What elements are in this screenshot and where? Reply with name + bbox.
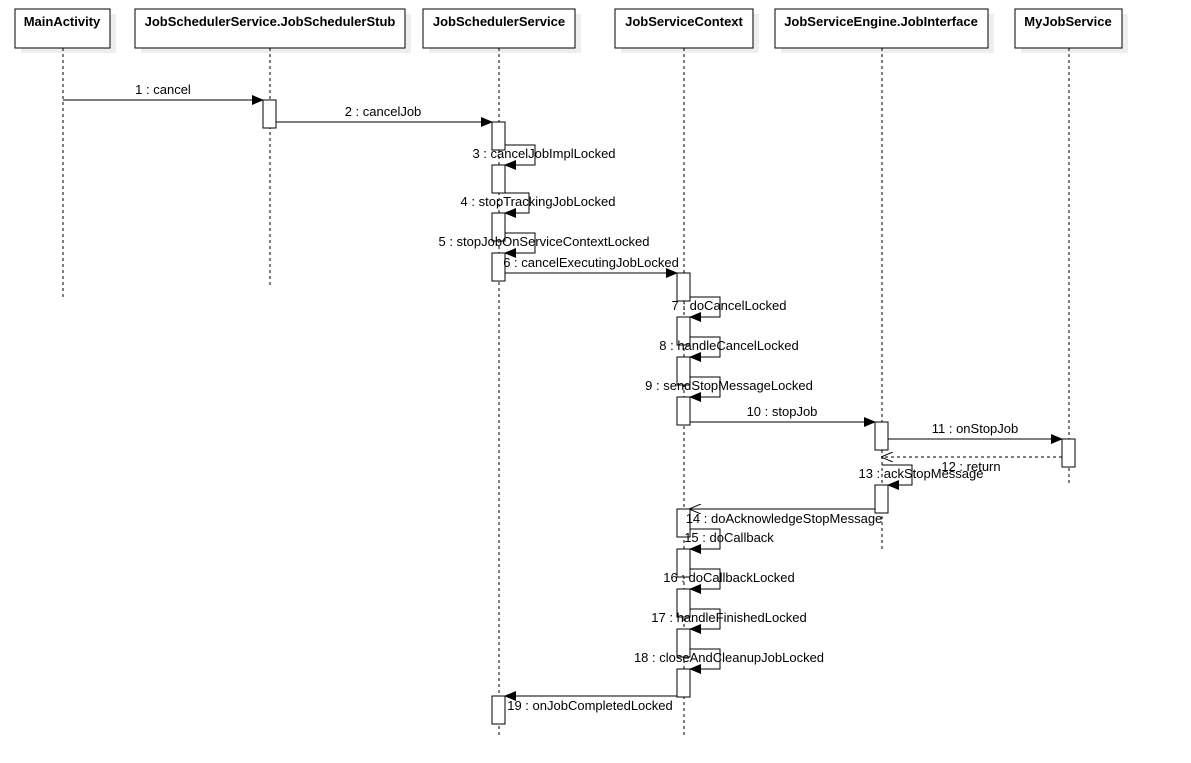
participant-label: MyJobService [1024, 14, 1111, 29]
activation-bar [491, 164, 506, 194]
self-message-arrow [689, 648, 721, 674]
participant-job-service-engine: JobServiceEngine.JobInterface [774, 8, 994, 53]
message-label: 6 : cancelExecutingJobLocked [503, 255, 679, 270]
message-label: 16 : doCallbackLocked [663, 570, 795, 585]
activation-bar [676, 628, 691, 658]
participant-label: MainActivity [24, 14, 101, 29]
message-label: 4 : stopTrackingJobLocked [461, 194, 616, 209]
activation-bar [676, 508, 691, 538]
message-label: 11 : onStopJob [932, 421, 1019, 436]
participant-job-scheduler-stub: JobSchedulerService.JobSchedulerStub [134, 8, 411, 53]
self-message-arrow [689, 568, 721, 594]
participant-job-service-context: JobServiceContext [614, 8, 759, 53]
self-message-arrow [689, 296, 721, 322]
activation-bar [676, 588, 691, 618]
activation-bar [1061, 438, 1076, 468]
activation-bar [676, 356, 691, 386]
message-label: 12 : return [941, 459, 1000, 474]
activation-bar [874, 484, 889, 514]
message-label: 14 : doAcknowledgeStopMessage [686, 511, 883, 526]
participant-main-activity: MainActivity [14, 8, 116, 53]
activation-bar [491, 252, 506, 282]
activation-bar [262, 99, 277, 129]
activation-bar [676, 316, 691, 346]
participant-label: JobServiceContext [625, 14, 743, 29]
message-label: 8 : handleCancelLocked [659, 338, 799, 353]
participant-label: JobServiceEngine.JobInterface [784, 14, 978, 29]
participant-label: JobSchedulerService.JobSchedulerStub [145, 14, 396, 29]
activation-bar [491, 212, 506, 242]
message-label: 17 : handleFinishedLocked [651, 610, 806, 625]
participant-label: JobSchedulerService [433, 14, 565, 29]
self-message-arrow [504, 144, 536, 170]
activation-bar [676, 548, 691, 578]
message-label: 10 : stopJob [747, 404, 818, 419]
activation-bar [676, 668, 691, 698]
self-message-arrow [504, 232, 536, 258]
activation-bar [491, 121, 506, 151]
self-message-arrow [882, 464, 913, 490]
activation-bar [676, 396, 691, 426]
message-label: 13 : ackStopMessage [858, 466, 983, 481]
self-message-arrow [689, 608, 721, 634]
message-label: 7 : doCancelLocked [672, 298, 787, 313]
message-label: 1 : cancel [135, 82, 191, 97]
message-label: 5 : stopJobOnServiceContextLocked [438, 234, 649, 249]
message-label: 3 : cancelJobImplLocked [472, 146, 615, 161]
participant-job-scheduler-service: JobSchedulerService [422, 8, 581, 53]
self-message-arrow [504, 192, 530, 218]
message-label: 2 : cancelJob [345, 104, 422, 119]
message-label: 9 : sendStopMessageLocked [645, 378, 813, 393]
message-label: 15 : doCallback [684, 530, 774, 545]
participant-my-job-service: MyJobService [1014, 8, 1128, 53]
activation-bar [874, 421, 889, 451]
message-label: 18 : closeAndCleanupJobLocked [634, 650, 824, 665]
self-message-arrow [689, 336, 721, 362]
activation-bar [491, 695, 506, 725]
self-message-arrow [689, 376, 721, 402]
message-label: 19 : onJobCompletedLocked [507, 698, 673, 713]
self-message-arrow [689, 528, 721, 554]
activation-bar [676, 272, 691, 302]
